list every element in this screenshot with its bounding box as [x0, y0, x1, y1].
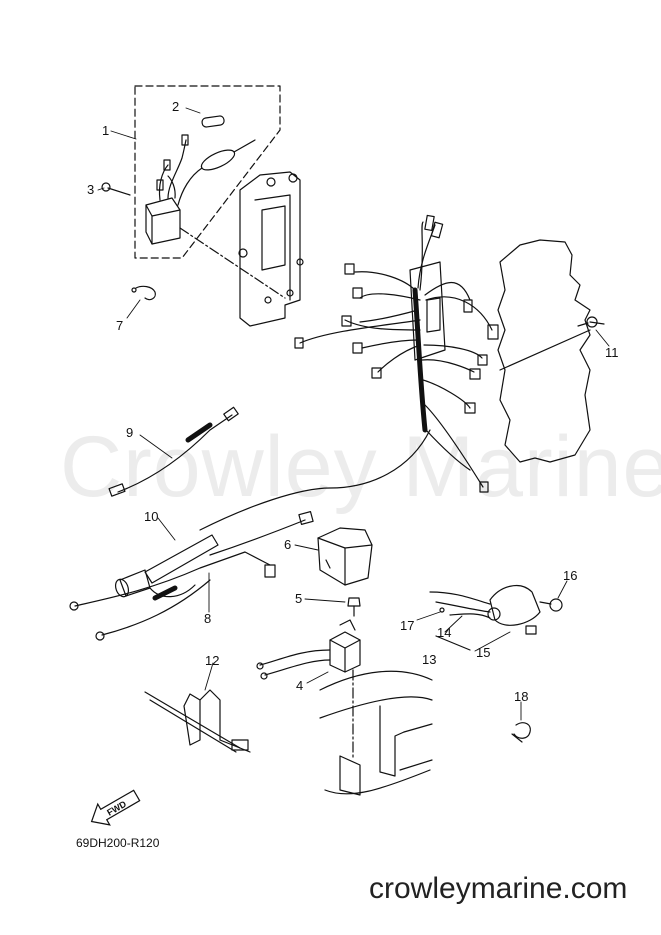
callout-14: 14 — [437, 625, 451, 640]
watermark-text: Crowley Marine — [60, 419, 661, 515]
callout-12: 12 — [205, 653, 219, 668]
leader-lines — [97, 107, 610, 721]
fwd-arrow-icon: FWD — [90, 789, 141, 826]
wiring-harness — [294, 214, 499, 493]
part-13-sensor — [429, 584, 541, 651]
part-12-strap — [144, 689, 251, 753]
part-11-bolt — [577, 316, 598, 328]
engine-block-outline — [497, 239, 605, 463]
part-5-bolt — [347, 597, 361, 617]
part-1-assembly — [101, 85, 286, 299]
harness-lead-wire — [199, 429, 431, 531]
fwd-label: FWD — [105, 799, 128, 818]
part-18-clip — [511, 722, 531, 743]
callout-6: 6 — [284, 537, 291, 552]
callout-15: 15 — [476, 645, 490, 660]
callout-1: 1 — [102, 123, 109, 138]
bottom-bracket — [319, 670, 433, 796]
part-9-lead — [108, 406, 239, 497]
callout-2: 2 — [172, 99, 179, 114]
callout-11: 11 — [605, 345, 619, 360]
part-16-bolt — [539, 598, 563, 612]
callout-5: 5 — [295, 591, 302, 606]
callout-7: 7 — [116, 318, 123, 333]
part-8-harness — [69, 511, 314, 641]
callout-4: 4 — [296, 678, 303, 693]
part-7-clip — [131, 285, 156, 301]
callout-8: 8 — [204, 611, 211, 626]
callout-18: 18 — [514, 689, 528, 704]
site-url-text: crowleymarine.com — [369, 872, 628, 905]
part-10-cable — [114, 534, 219, 598]
bracket-plate — [238, 171, 304, 327]
part-4-relay — [256, 619, 361, 761]
callout-9: 9 — [126, 425, 133, 440]
part-6-cover — [317, 527, 373, 586]
callout-3: 3 — [87, 182, 94, 197]
callout-17: 17 — [400, 618, 414, 633]
callout-10: 10 — [144, 509, 158, 524]
callout-16: 16 — [563, 568, 577, 583]
drawing-code: 69DH200-R120 — [76, 836, 160, 850]
callout-13: 13 — [422, 652, 436, 667]
